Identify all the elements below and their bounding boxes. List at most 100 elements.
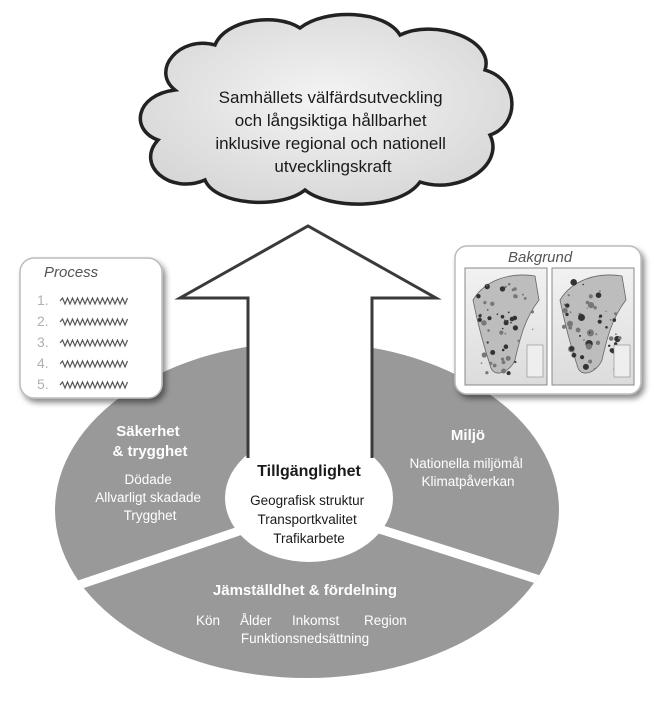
map-dot	[569, 346, 575, 352]
map-dot	[599, 314, 603, 318]
map-dot	[507, 282, 511, 286]
map-dot	[484, 283, 490, 290]
center-item: Transportkvalitet	[257, 512, 357, 527]
cloud-line-4: utvecklingskraft	[274, 157, 391, 176]
map-dot	[487, 329, 490, 332]
map-dot	[486, 284, 488, 287]
equality-item-disability: Funktionsnedsättning	[241, 631, 369, 646]
map-dot	[565, 312, 569, 317]
map-dot	[501, 360, 506, 365]
process-item-number: 5.	[37, 376, 49, 392]
map-dot	[510, 321, 512, 324]
map-dot	[514, 360, 517, 364]
map-dot	[517, 339, 520, 342]
map-dot	[487, 309, 489, 311]
map-dot	[486, 341, 489, 344]
map-dot	[501, 327, 504, 330]
map-legend	[526, 344, 544, 378]
squiggle-line	[59, 338, 129, 348]
center-ellipse	[225, 434, 393, 562]
map-dot	[585, 300, 590, 305]
map-dot	[567, 294, 570, 297]
map-dot	[595, 340, 601, 345]
map-dot	[530, 310, 535, 314]
background-title: Bakgrund	[508, 249, 573, 266]
equality-item-region: Region	[364, 613, 407, 628]
map-dot	[614, 312, 617, 316]
up-arrow	[174, 224, 442, 458]
map-dot	[586, 307, 588, 309]
cloud-line-3: inklusive regional och nationell	[215, 134, 446, 153]
svg-text:Kön Ålder Inkomst: Kön Ålder Inkomst Region	[196, 613, 407, 628]
svg-text:Dödade Allvarligt skadade: Dödade Allvarligt skadade Trygghet	[95, 472, 205, 523]
map-dot	[570, 279, 577, 286]
map-thumbnails	[472, 274, 631, 378]
map-dot	[612, 318, 617, 322]
process-list: 1. 2. 3. 4. 5.	[37, 292, 129, 392]
squiggle-line	[59, 296, 129, 306]
map-dot	[512, 315, 518, 321]
map-dot	[501, 348, 505, 352]
map-dot	[579, 334, 581, 337]
map-dot	[589, 331, 591, 334]
squiggle-line	[59, 359, 129, 369]
safety-title-line-2: & trygghet	[113, 443, 188, 460]
map-dot	[521, 293, 524, 296]
map-dot	[593, 367, 596, 370]
process-card: Process 1. 2. 3. 4. 5.	[19, 257, 163, 399]
map-legend	[613, 344, 631, 378]
map-dot	[595, 333, 598, 336]
map-dot	[582, 283, 584, 286]
map-dot	[501, 368, 507, 374]
map-dot	[562, 307, 568, 314]
map-dot	[504, 319, 506, 321]
map-dot	[499, 286, 506, 292]
map-dot	[487, 316, 492, 321]
map-dot	[500, 357, 505, 361]
cloud-line-1: Samhällets välfärdsutveckling	[219, 88, 443, 107]
safety-item: Dödade	[124, 472, 171, 487]
map-dot	[481, 352, 487, 358]
map-dot	[609, 319, 612, 321]
safety-title-line-1: Säkerhet	[116, 423, 179, 440]
map-dot	[507, 311, 510, 314]
map-dot	[483, 301, 487, 305]
map-dot	[504, 285, 507, 288]
svg-text:Samhällets välfärdsutveckling: Samhällets välfärdsutveckling och långsi…	[215, 88, 450, 176]
map-dot	[511, 288, 515, 292]
map-dot	[571, 352, 577, 358]
svg-text:Geografisk struktur Transp: Geografisk struktur Transportkvalitet Tr…	[250, 493, 368, 546]
environment-title: Miljö	[451, 427, 485, 444]
map-dot	[618, 336, 622, 340]
environment-item: Nationella miljömål	[409, 456, 522, 471]
map-dot	[492, 363, 497, 368]
map-dot	[615, 333, 617, 336]
map-dot	[523, 297, 527, 300]
process-squiggles	[59, 296, 129, 390]
map-dot	[583, 339, 585, 341]
map-dot	[500, 314, 505, 319]
map-dot	[512, 325, 519, 331]
map-dot	[532, 328, 534, 330]
svg-text:Nationella miljömål Klimat: Nationella miljömål Klimatpåverkan	[409, 456, 526, 489]
center-title: Tillgänglighet	[257, 463, 361, 480]
squiggle-line	[59, 380, 129, 390]
map-dot	[485, 371, 489, 375]
process-item-number: 4.	[37, 355, 49, 371]
map-dot	[597, 319, 602, 324]
map-dot	[480, 362, 483, 364]
map-dot	[587, 302, 595, 309]
cloud-line-2: och långsiktiga hållbarhet	[235, 111, 427, 130]
process-title: Process	[44, 264, 99, 281]
map-dot	[504, 332, 507, 335]
map-dot	[561, 324, 567, 329]
map-dot	[568, 325, 573, 330]
map-dot	[505, 355, 511, 361]
map-dot	[503, 344, 509, 350]
process-item-number: 3.	[37, 334, 49, 350]
map-dot	[496, 313, 499, 316]
map-dot	[614, 342, 618, 346]
process-item-number: 2.	[37, 313, 49, 329]
squiggle-line	[59, 317, 129, 327]
map-dot	[599, 290, 601, 292]
